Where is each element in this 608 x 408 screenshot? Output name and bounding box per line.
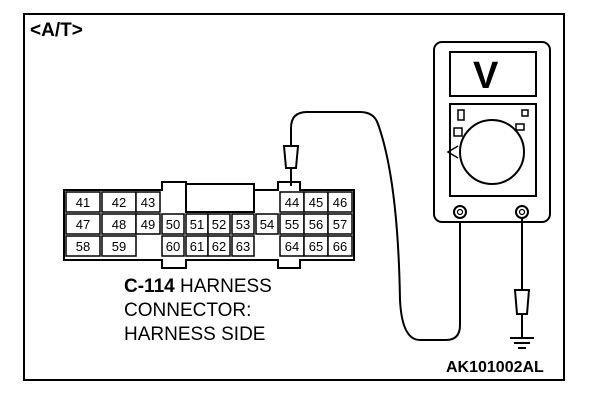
connector-id: C-114 — [124, 276, 175, 297]
meter-indicator-left-mid — [453, 127, 463, 137]
pin-label-60: 60 — [166, 239, 180, 254]
pin-cell-50 — [161, 213, 185, 235]
pin-cell-60 — [161, 235, 185, 257]
pin-cell-47 — [65, 213, 101, 235]
pin-label-44: 44 — [285, 195, 299, 210]
pin-label-61: 61 — [190, 239, 204, 254]
pin-label-53: 53 — [236, 217, 250, 232]
pin-grid: 41 42 43 44 45 46 47 48 49 50 51 52 53 54 55 56 57 58 59 60… — [65, 191, 353, 257]
pin-label-43: 43 — [141, 195, 155, 210]
pin-label-46: 46 — [333, 195, 347, 210]
pin-label-57: 57 — [333, 217, 347, 232]
pin-label-63: 63 — [236, 239, 250, 254]
pin-cell-66 — [327, 235, 353, 257]
probe-positive — [282, 111, 461, 341]
pin-label-41: 41 — [76, 195, 90, 210]
pin-cell-46 — [327, 191, 353, 213]
caption-line1-rest: HARNESS — [175, 276, 272, 297]
caption-line3: HARNESS SIDE — [124, 324, 265, 345]
meter-jack-v-inner — [518, 208, 526, 216]
pin-label-49: 49 — [141, 217, 155, 232]
pin-label-42: 42 — [112, 195, 126, 210]
pin-label-55: 55 — [285, 217, 299, 232]
pin-label-66: 66 — [333, 239, 347, 254]
connector-lock — [185, 183, 255, 213]
meter-dial-tick — [446, 145, 459, 159]
section-tag: <A/T> — [30, 20, 83, 41]
meter-indicator-right-top — [521, 109, 529, 117]
c114-connector — [63, 181, 355, 269]
pin-label-50: 50 — [166, 217, 180, 232]
pin-label-56: 56 — [309, 217, 323, 232]
pin-label-52: 52 — [212, 217, 226, 232]
meter-display-symbol: V — [473, 55, 499, 97]
meter-dial — [459, 119, 525, 185]
caption-line2: CONNECTOR: — [124, 300, 251, 321]
pin-label-62: 62 — [212, 239, 226, 254]
pin-label-54: 54 — [260, 217, 274, 232]
pin-cell-53 — [231, 213, 255, 235]
pin-label-48: 48 — [112, 217, 126, 232]
probe-ground — [510, 218, 534, 349]
pin-label-59: 59 — [112, 239, 126, 254]
pin-label-45: 45 — [309, 195, 323, 210]
figure-code: AK101002AL — [446, 359, 544, 376]
pin-label-47: 47 — [76, 217, 90, 232]
pin-cell-63 — [231, 235, 255, 257]
pin-label-65: 65 — [309, 239, 323, 254]
pin-label-58: 58 — [76, 239, 90, 254]
pin-cell-41 — [65, 191, 101, 213]
connector-caption: C-114 HARNESS CONNECTOR: HARNESS SIDE — [124, 276, 272, 345]
pin-label-64: 64 — [285, 239, 299, 254]
pin-cell-57 — [327, 213, 353, 235]
pin-cell-59 — [101, 235, 137, 257]
svg-text:C-114 HARNESS: C-114 HARNESS — [124, 276, 272, 297]
pin-cell-49 — [135, 213, 161, 235]
meter-indicator-left — [457, 109, 465, 121]
meter-display — [449, 51, 537, 97]
pin-cell-62 — [207, 235, 231, 257]
pin-cell-43 — [135, 191, 161, 213]
meter-indicator-right-mid — [515, 123, 525, 131]
probe-lead — [290, 111, 461, 341]
multimeter: V — [433, 41, 551, 223]
meter-jack-com-inner — [456, 208, 464, 216]
pin-label-51: 51 — [190, 217, 204, 232]
pin-cell-54 — [255, 213, 279, 235]
pin-cell-58 — [65, 235, 101, 257]
pin-cell-52 — [207, 213, 231, 235]
diagram-border — [23, 13, 565, 381]
